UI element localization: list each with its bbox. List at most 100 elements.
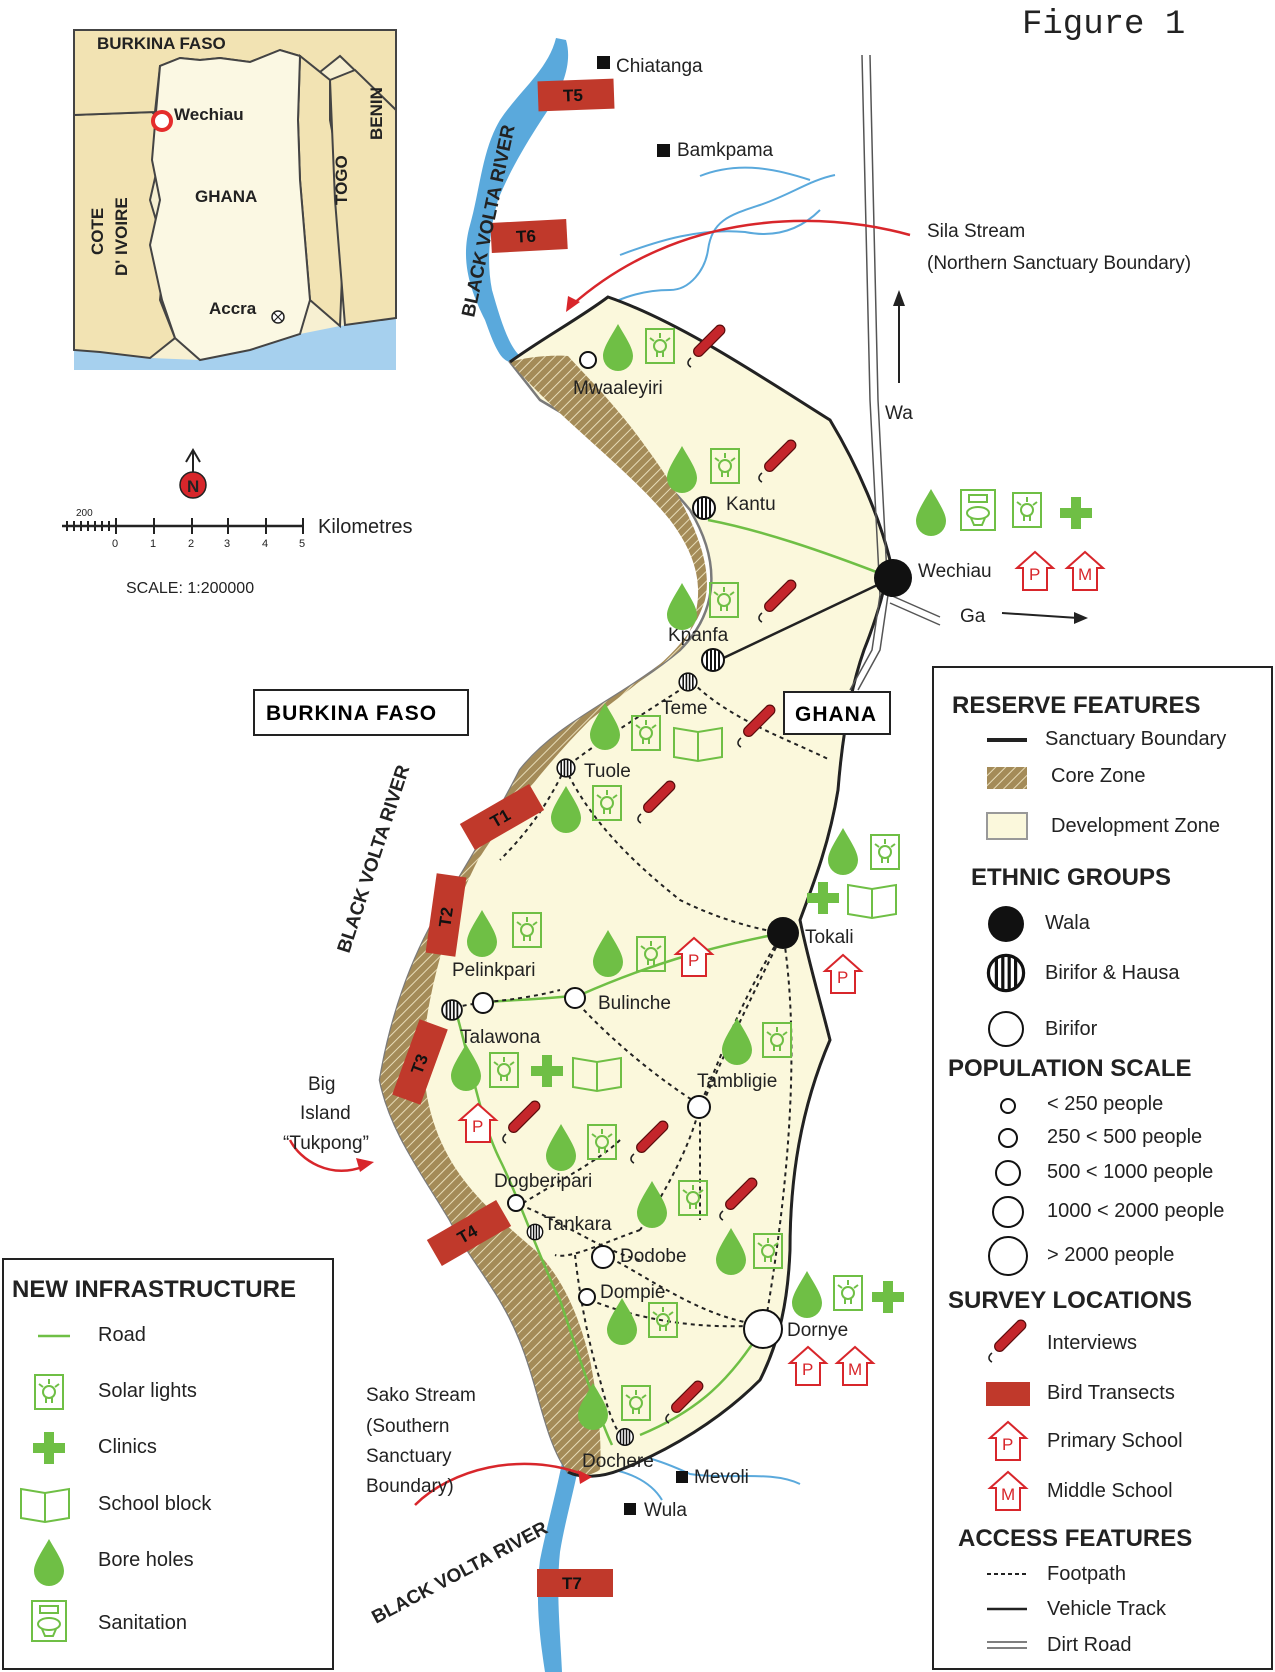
- legend-survey-primary-school: Primary School: [1047, 1430, 1183, 1452]
- legend-reserve-icons: [986, 738, 1030, 1649]
- scale-tick-2: 2: [188, 538, 194, 550]
- label-river-west: BLACK VOLTA RIVER: [334, 762, 415, 955]
- legend-access-vehicle-track: Vehicle Track: [1047, 1598, 1166, 1620]
- label-teme: Teme: [661, 698, 707, 719]
- core-zone: [380, 355, 707, 1477]
- legend-sanctuary-boundary: Sanctuary Boundary: [1045, 728, 1227, 750]
- label-island-3: “Tukpong”: [283, 1133, 369, 1154]
- label-dompie: Dompie: [600, 1282, 665, 1303]
- scale-tick-3: 3: [224, 538, 230, 550]
- sanctuary-boundary: [509, 295, 892, 1478]
- label-dodobe: Dodobe: [620, 1246, 687, 1267]
- scale-tick-1: 1: [150, 538, 156, 550]
- country-burkina-text: BURKINA FASO: [266, 702, 437, 725]
- label-tankara: Tankara: [544, 1214, 612, 1235]
- wechiau-primary-letter: P: [1029, 565, 1040, 584]
- label-kpanfa: Kpanfa: [668, 625, 729, 646]
- settlements: [441, 56, 912, 1515]
- label-dochere: Dochere: [582, 1451, 654, 1472]
- label-sila-1: Sila Stream: [927, 221, 1025, 242]
- legend-access-footpath: Footpath: [1047, 1563, 1126, 1585]
- legend-pop-2: 250 < 500 people: [1047, 1126, 1203, 1148]
- inset-label-benin: BENIN: [367, 87, 386, 140]
- inset-label-togo: TOGO: [332, 155, 351, 205]
- legend-ethnic-title: ETHNIC GROUPS: [971, 864, 1172, 891]
- legend-infra-bore-holes: Bore holes: [98, 1549, 194, 1571]
- label-island-1: Big: [308, 1074, 335, 1095]
- label-wechiau: Wechiau: [918, 561, 992, 582]
- transect-t7: T7: [562, 1574, 582, 1593]
- label-tuole: Tuole: [584, 761, 631, 782]
- legend-infra-clinics: Clinics: [98, 1436, 157, 1458]
- scale-tick-200: 200: [76, 508, 93, 519]
- transect-t2: T2: [435, 906, 457, 928]
- label-mevoli: Mevoli: [694, 1467, 749, 1488]
- scale-tick-0: 0: [112, 538, 118, 550]
- legend-infra-title: NEW INFRASTRUCTURE: [12, 1276, 296, 1303]
- legend-ethnic-wala: Wala: [1045, 912, 1090, 934]
- legend-survey-interviews: Interviews: [1047, 1332, 1138, 1354]
- scale-tick-4: 4: [262, 538, 268, 550]
- label-dornye: Dornye: [787, 1320, 848, 1341]
- black-volta-river: [465, 38, 582, 1672]
- north-label: N: [187, 477, 199, 496]
- inset-label-cote: COTE: [88, 208, 107, 255]
- label-ga: Ga: [960, 606, 986, 627]
- country-label-ghana: GHANA: [783, 691, 891, 735]
- label-sila-2: (Northern Sanctuary Boundary): [927, 253, 1191, 274]
- wechiau-location-marker: [151, 110, 173, 132]
- inset-label-accra: Accra: [209, 299, 257, 318]
- scale-bar: 200 0 1 2 3 4 5 Kilometres SCALE: 1:2000…: [62, 508, 412, 597]
- label-pelinkpari: Pelinkpari: [452, 960, 535, 981]
- legend-pop-title: POPULATION SCALE: [948, 1055, 1192, 1082]
- inset-map: BURKINA FASO GHANA TOGO BENIN COTE D' IV…: [73, 29, 397, 370]
- footpaths: [454, 681, 831, 1437]
- bird-transects: T5 T6 T1 T2 T3 T4 T7: [392, 78, 615, 1597]
- legend-survey-title: SURVEY LOCATIONS: [948, 1287, 1193, 1314]
- label-wa: Wa: [885, 403, 913, 424]
- legend-survey-middle-school: Middle School: [1047, 1480, 1173, 1502]
- inset-label-wechiau: Wechiau: [174, 105, 244, 124]
- inset-label-ghana: GHANA: [195, 187, 257, 206]
- scale-tick-5: 5: [299, 538, 305, 550]
- north-arrow: N: [179, 448, 207, 499]
- scale-ratio-label: SCALE: 1:200000: [126, 580, 254, 597]
- label-river-south: BLACK VOLTA RIVER: [368, 1518, 551, 1629]
- label-sako-3: Sanctuary: [366, 1446, 452, 1467]
- inset-label-burkina: BURKINA FASO: [97, 34, 226, 53]
- legend-infra-school-block: School block: [98, 1493, 212, 1515]
- legend-infra-road: Road: [98, 1324, 146, 1346]
- label-sako-1: Sako Stream: [366, 1385, 476, 1406]
- legend-ethnic-birifor: Birifor: [1045, 1018, 1098, 1040]
- label-tambligie: Tambligie: [697, 1071, 777, 1092]
- label-kantu: Kantu: [726, 494, 776, 515]
- legend-pop-5: > 2000 people: [1047, 1244, 1175, 1266]
- label-island-2: Island: [300, 1103, 351, 1124]
- label-mwaaleyiri: Mwaaleyiri: [573, 378, 663, 399]
- country-ghana-text: GHANA: [795, 703, 877, 726]
- label-bamkpama: Bamkpama: [677, 140, 774, 161]
- legend-infra-icons: [20, 1334, 70, 1642]
- legend-new-infrastructure: [2, 1258, 334, 1670]
- vehicle-tracks: [714, 576, 893, 664]
- legend-pop-3: 500 < 1000 people: [1047, 1161, 1214, 1183]
- legend-core-zone: Core Zone: [1051, 765, 1146, 787]
- label-sako-2: (Southern: [366, 1416, 449, 1437]
- label-sako-4: Boundary): [366, 1476, 454, 1497]
- legend-development-zone: Development Zone: [1051, 815, 1220, 837]
- label-talawona: Talawona: [460, 1027, 541, 1048]
- legend-school-letters: P M: [1001, 1435, 1015, 1504]
- dornye-primary-letter: P: [802, 1360, 813, 1379]
- scale-unit-label: Kilometres: [318, 516, 412, 538]
- legend-pop-1: < 250 people: [1047, 1093, 1164, 1115]
- legend-pop-4: 1000 < 2000 people: [1047, 1200, 1225, 1222]
- legend-ethnic-birifor-hausa: Birifor & Hausa: [1045, 962, 1180, 984]
- label-tokali: Tokali: [805, 927, 854, 948]
- dornye-middle-letter: M: [848, 1360, 862, 1379]
- bulinche-primary-letter: P: [688, 951, 699, 970]
- tokali-primary-letter: P: [837, 968, 848, 987]
- school-letters: P M P P P P M: [472, 565, 1092, 1379]
- legend-infra-solar: Solar lights: [98, 1380, 197, 1402]
- legend-survey-bird-transects: Bird Transects: [1047, 1382, 1175, 1404]
- label-chiatanga: Chiatanga: [616, 56, 703, 77]
